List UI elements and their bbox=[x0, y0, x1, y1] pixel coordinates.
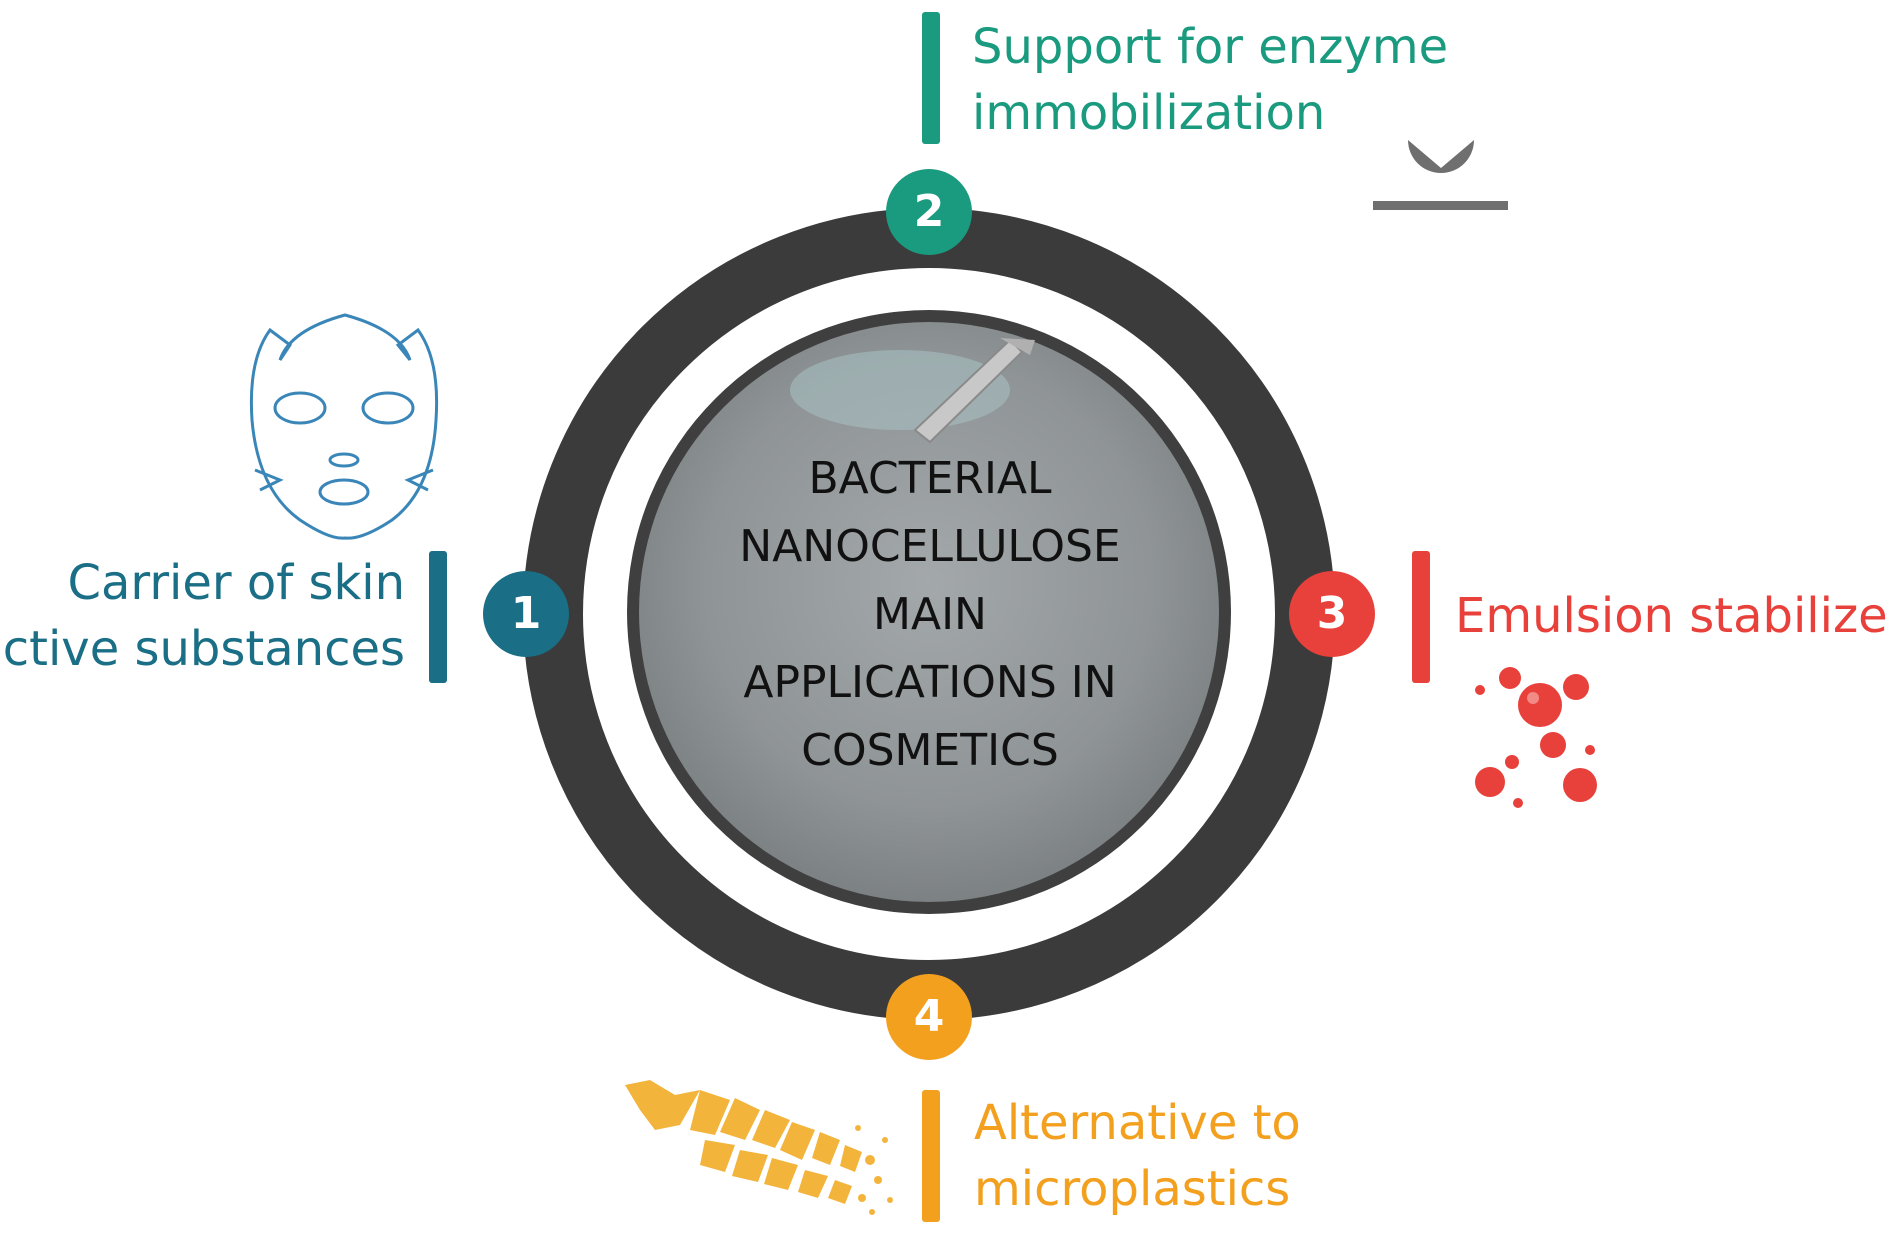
center-line-3: MAIN bbox=[873, 589, 987, 640]
application-3-bar bbox=[1412, 551, 1430, 683]
application-4-label: Alternative to microplastics bbox=[974, 1090, 1301, 1222]
application-2-bar bbox=[922, 12, 940, 144]
face-mask-icon bbox=[249, 313, 439, 540]
application-1-line-1: Carrier of skin bbox=[67, 555, 406, 611]
broken-bottle-icon bbox=[625, 1080, 893, 1215]
badge-circle-1 bbox=[483, 571, 569, 657]
badge-number-4: 4 bbox=[913, 991, 945, 1042]
center-line-1: BACTERIAL bbox=[808, 453, 1052, 504]
application-1-bar bbox=[429, 551, 447, 683]
badge-circle-4 bbox=[886, 974, 972, 1060]
application-4-line-1: Alternative to bbox=[974, 1095, 1301, 1151]
emulsion-droplets-icon bbox=[1475, 667, 1597, 808]
application-1-line-2: active substances bbox=[0, 621, 405, 677]
petri-dish-image bbox=[627, 310, 1231, 914]
badge-number-3: 3 bbox=[1316, 588, 1348, 639]
badge-circle-2 bbox=[886, 169, 972, 255]
application-4-line-2: microplastics bbox=[974, 1161, 1291, 1217]
enzyme-immobilization-icon bbox=[1373, 140, 1508, 210]
application-2-line-2: immobilization bbox=[972, 85, 1326, 141]
application-2-line-1: Support for enzyme bbox=[972, 19, 1449, 75]
badge-circle-3 bbox=[1289, 571, 1375, 657]
application-2-label: Support for enzyme immobilization bbox=[972, 14, 1448, 146]
center-line-4: APPLICATIONS IN bbox=[743, 657, 1117, 708]
badge-number-2: 2 bbox=[913, 186, 945, 237]
application-3-label: Emulsion stabilizer bbox=[1455, 583, 1890, 649]
badge-number-1: 1 bbox=[510, 588, 542, 639]
center-line-2: NANOCELLULOSE bbox=[739, 521, 1121, 572]
application-1-label: Carrier of skin active substances bbox=[0, 550, 405, 682]
application-3-line-1: Emulsion stabilizer bbox=[1455, 588, 1890, 644]
center-line-5: COSMETICS bbox=[801, 725, 1059, 776]
center-title: BACTERIAL NANOCELLULOSE MAIN APPLICATION… bbox=[700, 445, 1160, 785]
application-4-bar bbox=[922, 1090, 940, 1222]
